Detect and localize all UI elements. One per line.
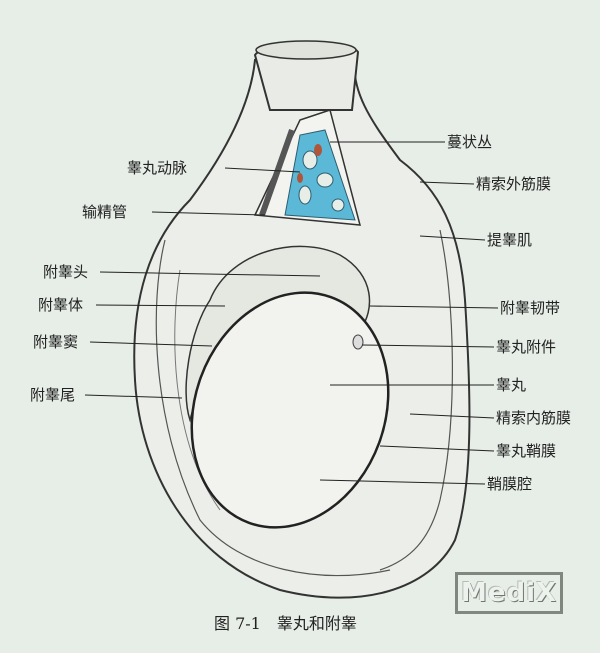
label-pampiniform-plexus: 蔓状丛 <box>447 133 493 151</box>
ductus-deferens <box>259 129 295 216</box>
figure-caption: 图 7-1 睾丸和附睾 <box>214 614 357 633</box>
label-ductus-deferens: 输精管 <box>82 203 128 221</box>
label-vaginal-cavity: 鞘膜腔 <box>487 475 533 493</box>
label-head-of-epididymis: 附睾头 <box>43 263 89 281</box>
testis <box>190 291 390 529</box>
label-tunica-vaginalis: 睾丸鞘膜 <box>496 442 557 460</box>
label-testis: 睾丸 <box>496 376 527 394</box>
label-body-of-epididymis: 附睾体 <box>38 296 84 314</box>
label-epididymal-ligament: 附睾韧带 <box>500 299 561 317</box>
label-testicular-artery: 睾丸动脉 <box>127 159 188 177</box>
label-epididymal-sinus: 附睾窦 <box>33 333 79 351</box>
label-tail-of-epididymis: 附睾尾 <box>30 386 76 404</box>
label-external-spermatic-fascia: 精索外筋膜 <box>476 175 552 193</box>
leader-lines <box>84 141 499 485</box>
label-internal-spermatic-fascia: 精索内筋膜 <box>496 409 572 427</box>
label-cremaster: 提睾肌 <box>487 231 533 249</box>
watermark-logo: MediX <box>455 572 563 614</box>
label-appendix-of-testis: 睾丸附件 <box>496 338 557 356</box>
